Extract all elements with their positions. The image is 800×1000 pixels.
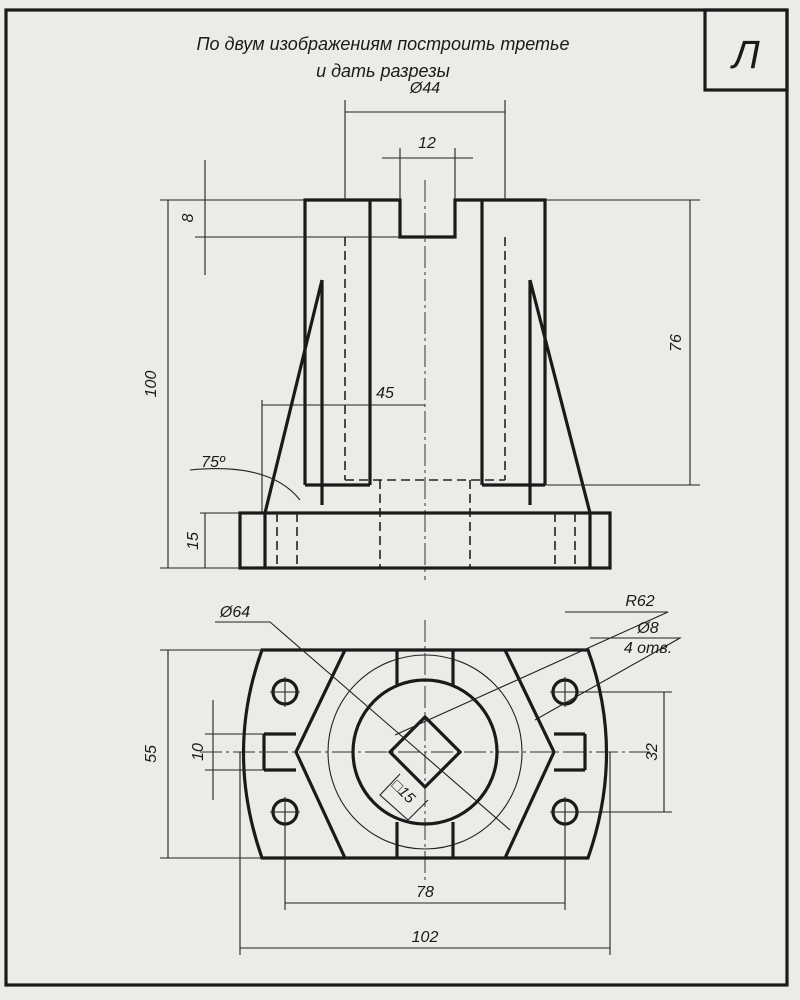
task-title-line1: По двум изображениям построить третье [196,34,569,54]
dim-cylinder-height: 76 [668,334,685,352]
variant-letter: Л [729,33,760,77]
sheet-frame [4,8,789,987]
dim-rib-angle: 75º [201,454,226,471]
dim-arc-radius: R62 [625,593,654,610]
dim-hole-spacing-y: 32 [644,743,661,761]
dim-slot-depth: 8 [180,213,197,222]
dim-hole-diameter: Ø8 [636,620,658,637]
variant-box [703,8,789,92]
dim-circle-diameter: Ø64 [219,604,250,621]
dim-hole-count: 4 отв. [624,640,672,657]
top-view [160,611,683,955]
dim-base-height: 15 [185,532,202,550]
dim-slot-width: 12 [418,135,436,152]
dim-slot-width-top: 10 [190,743,207,761]
dim-total-height: 100 [143,371,160,398]
dim-bore-diameter: Ø44 [409,80,440,97]
task-title-line2: и дать разрезы [316,61,450,81]
dim-rib-offset: 45 [376,385,394,402]
front-view [160,100,700,580]
dim-width: 55 [143,745,160,763]
dim-hole-spacing-x: 78 [416,884,434,901]
dim-total-length: 102 [412,929,439,946]
